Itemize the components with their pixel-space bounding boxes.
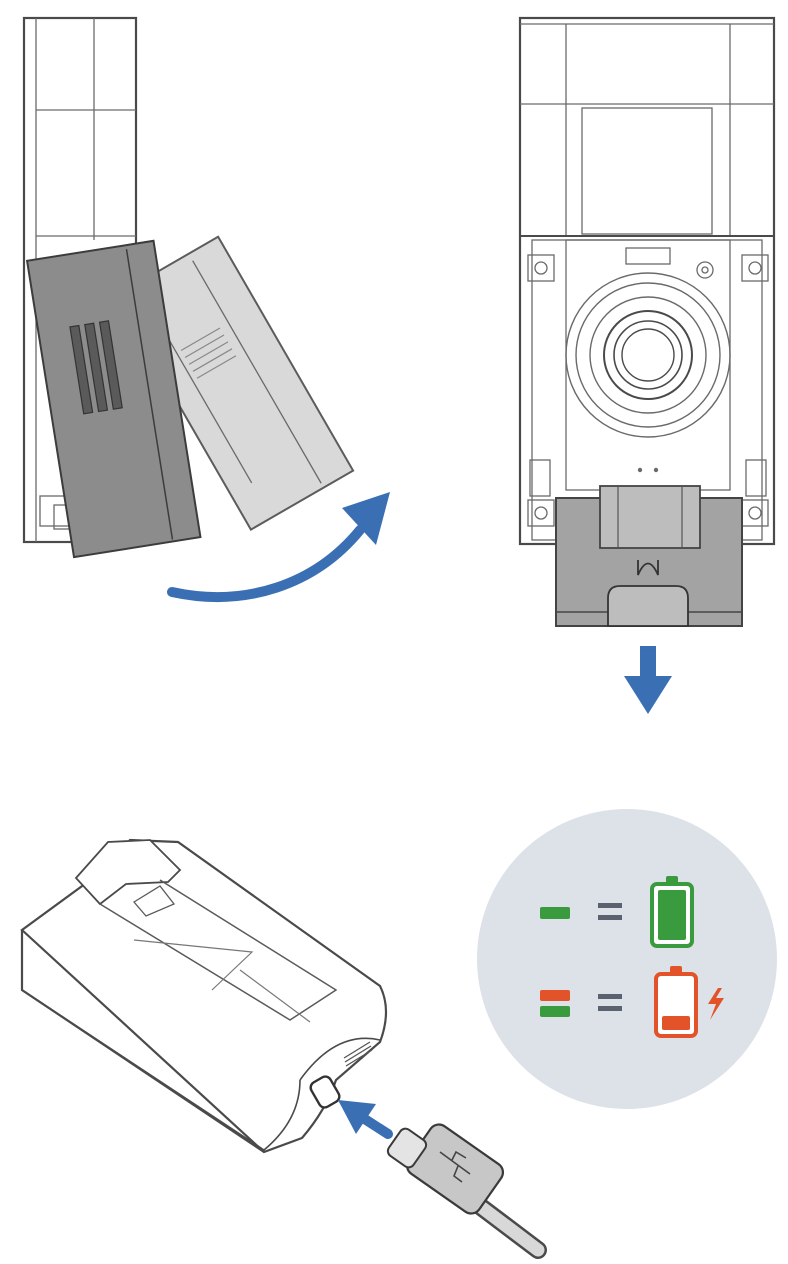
charging-battery-pack	[20, 838, 388, 1154]
step-charge-battery	[20, 838, 547, 1259]
lightning-bolt-icon	[708, 988, 724, 1020]
green-led-icon	[540, 907, 570, 919]
equals-icon-2	[598, 994, 622, 1011]
legend-row-charging	[540, 966, 724, 1038]
usb-c-plug-icon	[386, 1123, 547, 1259]
battery-slot-grey	[555, 485, 743, 627]
legend-row-full	[540, 876, 694, 948]
insert-arrow-icon	[338, 1100, 393, 1139]
usb-symbol-icon	[439, 1150, 471, 1183]
doorbell-back-view	[518, 16, 776, 546]
usb-c-port	[309, 1075, 341, 1109]
green-led-icon-2	[540, 1006, 570, 1017]
step-battery-slot-view	[518, 16, 776, 714]
step-remove-battery	[22, 16, 390, 602]
red-led-icon	[540, 990, 570, 1001]
led-status-legend	[477, 809, 777, 1109]
equals-icon	[598, 903, 622, 920]
battery-pack-dark	[25, 239, 202, 559]
charging-battery-icon	[654, 966, 698, 1038]
curved-arrow-icon	[167, 525, 365, 602]
curved-arrow-head	[342, 492, 390, 545]
camera-lens-icon	[565, 272, 731, 438]
full-battery-icon	[650, 876, 694, 948]
down-arrow-icon	[624, 646, 672, 714]
battery-light-ghost	[114, 235, 355, 531]
